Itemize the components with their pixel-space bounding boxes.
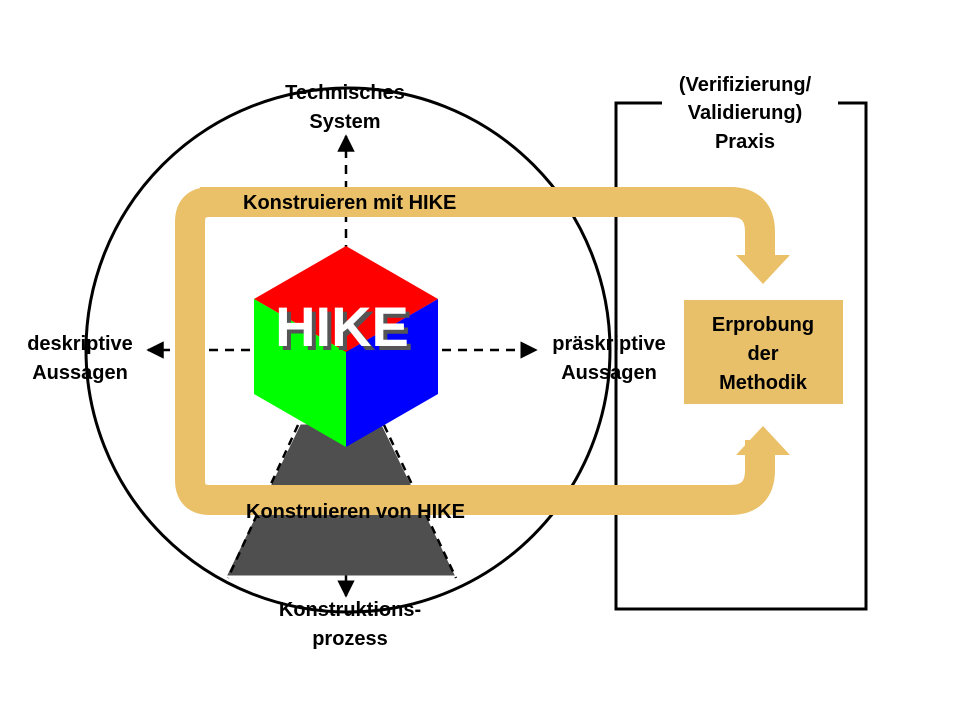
- cube-text: HIKE: [275, 295, 409, 358]
- label-top-1: Technisches: [285, 82, 405, 104]
- label-right-1: präskriptive: [552, 333, 665, 355]
- erprobung-box: [684, 300, 843, 404]
- arrow-head-up: [736, 426, 790, 455]
- praxis-bracket: [614, 101, 868, 611]
- arrow-head-down: [736, 255, 790, 284]
- label-praxis-3: Praxis: [715, 131, 775, 153]
- label-right-2: Aussagen: [561, 362, 657, 384]
- flow-arrow-bottom: [200, 187, 775, 255]
- cube-left-face: [254, 299, 346, 447]
- label-flow-top: Konstruieren mit HIKE: [243, 192, 456, 214]
- label-praxis-2: Validierung): [688, 102, 802, 124]
- cube-right-face: [346, 299, 438, 447]
- outer-circle: [84, 86, 612, 614]
- label-flow-bottom: Konstruieren von HIKE: [246, 501, 465, 523]
- box-line1: Erprobung: [712, 314, 814, 336]
- label-bottom-1: Konstruktions-: [279, 599, 421, 621]
- box-line2: der: [747, 343, 778, 365]
- label-left-2: Aussagen: [32, 362, 128, 384]
- box-line3: Methodik: [719, 372, 808, 394]
- flow-arrow-top: [175, 187, 775, 515]
- cube-text-shadow: HIKE: [279, 299, 413, 362]
- label-top-2: System: [309, 111, 380, 133]
- label-praxis-1: (Verifizierung/: [679, 74, 812, 96]
- label-left-1: deskriptive: [27, 333, 133, 355]
- label-bottom-2: prozess: [312, 628, 388, 650]
